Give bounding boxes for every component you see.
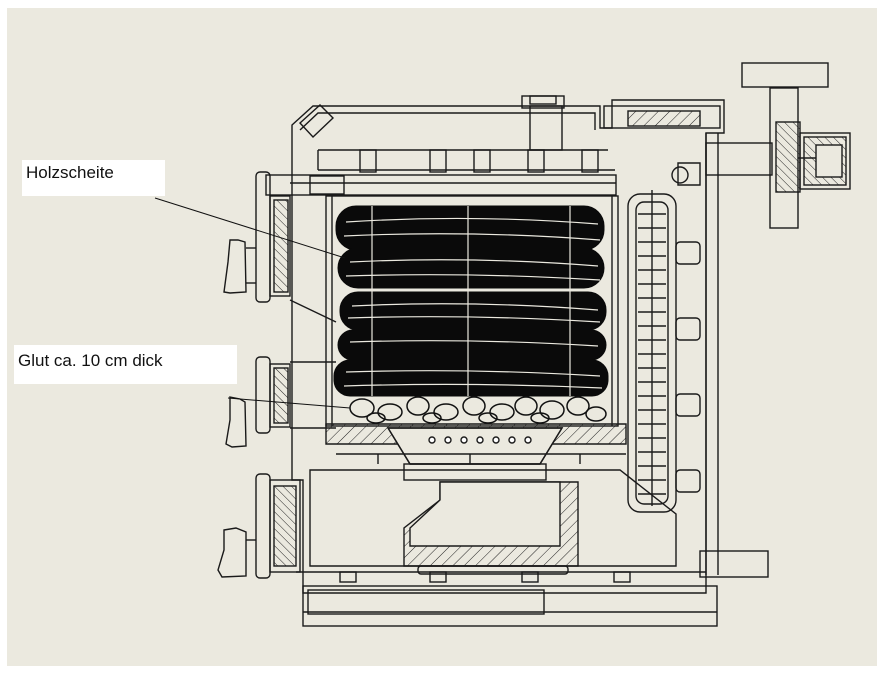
firewood-logs — [333, 205, 609, 397]
middle-ember-door — [225, 299, 337, 448]
leader-line-wood — [154, 197, 346, 259]
outer-casing — [291, 95, 725, 594]
label-embers: Glut ca. 10 cm dick — [14, 345, 237, 384]
ember-bed — [349, 396, 607, 424]
top-strip — [265, 174, 617, 196]
base-frame — [302, 585, 718, 627]
leader-line-embers — [227, 397, 351, 409]
heat-exchanger — [627, 162, 701, 513]
flue-outlet — [699, 62, 851, 578]
lower-ash-door — [217, 473, 301, 579]
ash-chamber — [296, 469, 706, 583]
grate-nozzle — [325, 423, 627, 481]
upper-fill-door — [223, 171, 291, 303]
label-firewood: Holzscheite — [22, 160, 165, 196]
